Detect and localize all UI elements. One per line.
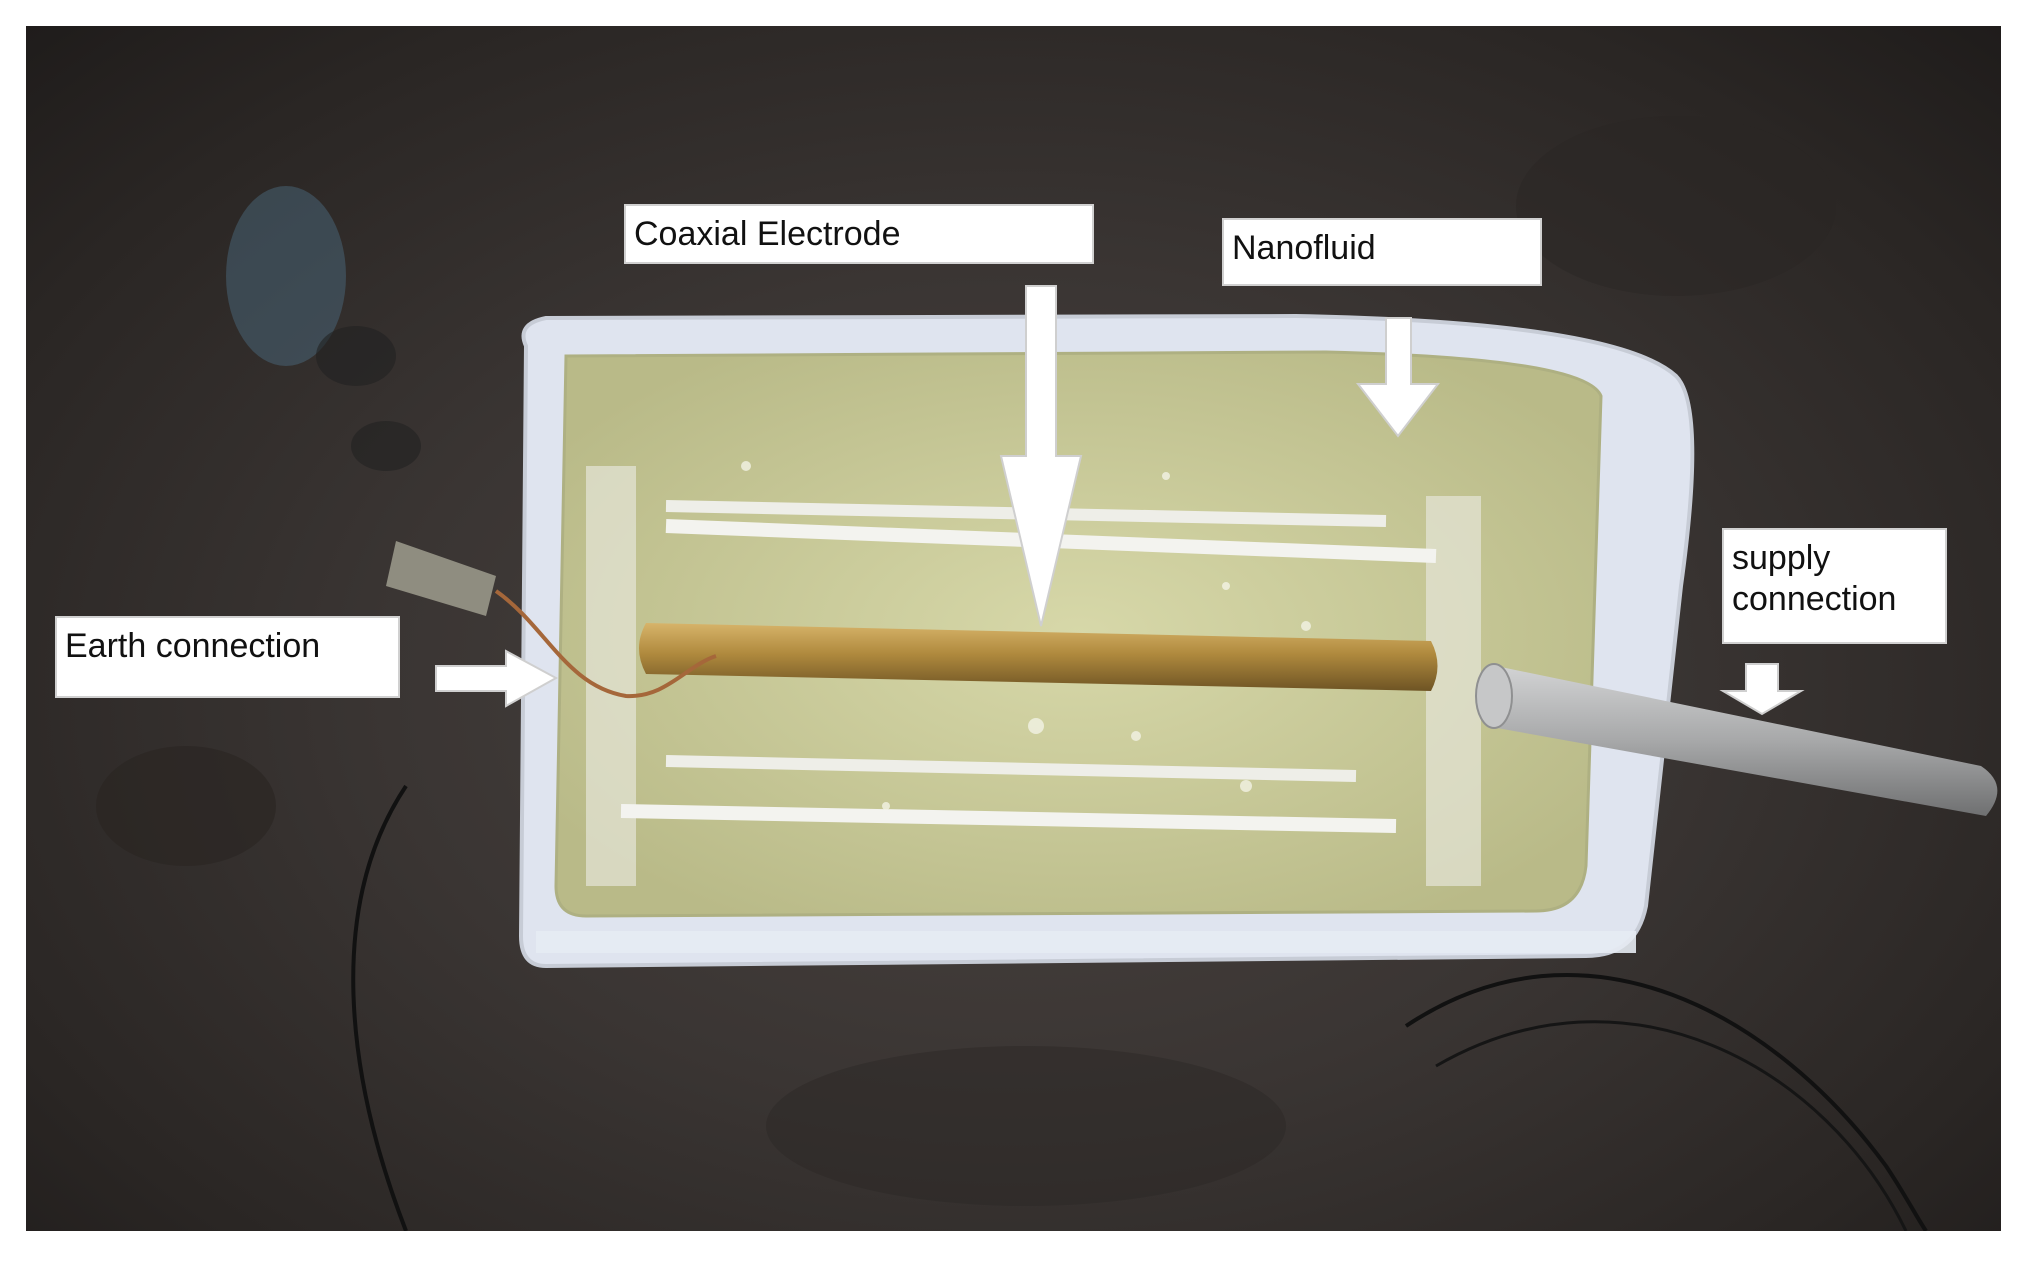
supply-connection-label-line1: supply [1732, 539, 1831, 577]
supply-connection-label: supply connection [1722, 528, 1947, 644]
earth-wire [494, 589, 717, 699]
arrow-supply-connection [1719, 663, 1805, 716]
arrow-coaxial-electrode [999, 285, 1083, 627]
supply-pipe-end [1475, 663, 1513, 729]
arrow-earth-connection [435, 649, 559, 708]
earth-clamp [386, 541, 496, 616]
bubbles [741, 461, 1311, 810]
floor-stains [96, 116, 1836, 1206]
experimental-setup-scene [96, 116, 1998, 1231]
ceramic-rod [665, 755, 1357, 782]
coaxial-electrode-label-text: Coaxial Electrode [634, 215, 901, 253]
supply-connection-label-line2: connection [1732, 580, 1897, 619]
cable [1404, 973, 1928, 1231]
nanofluid-label: Nanofluid [1222, 218, 1542, 286]
cable [351, 784, 408, 1231]
earth-connection-label-text: Earth connection [65, 627, 321, 665]
cable [1435, 1020, 1908, 1231]
container-rim [536, 931, 1636, 953]
arrow-nanofluid [1355, 317, 1441, 438]
ceramic-rod [620, 804, 1397, 833]
earth-connection-label: Earth connection [55, 616, 400, 698]
coaxial-electrode-tube [639, 623, 1438, 691]
left-holder [586, 466, 636, 886]
coaxial-electrode-label: Coaxial Electrode [624, 204, 1094, 264]
nanofluid-label-text: Nanofluid [1232, 229, 1376, 267]
supply-pipe [1478, 666, 1998, 816]
